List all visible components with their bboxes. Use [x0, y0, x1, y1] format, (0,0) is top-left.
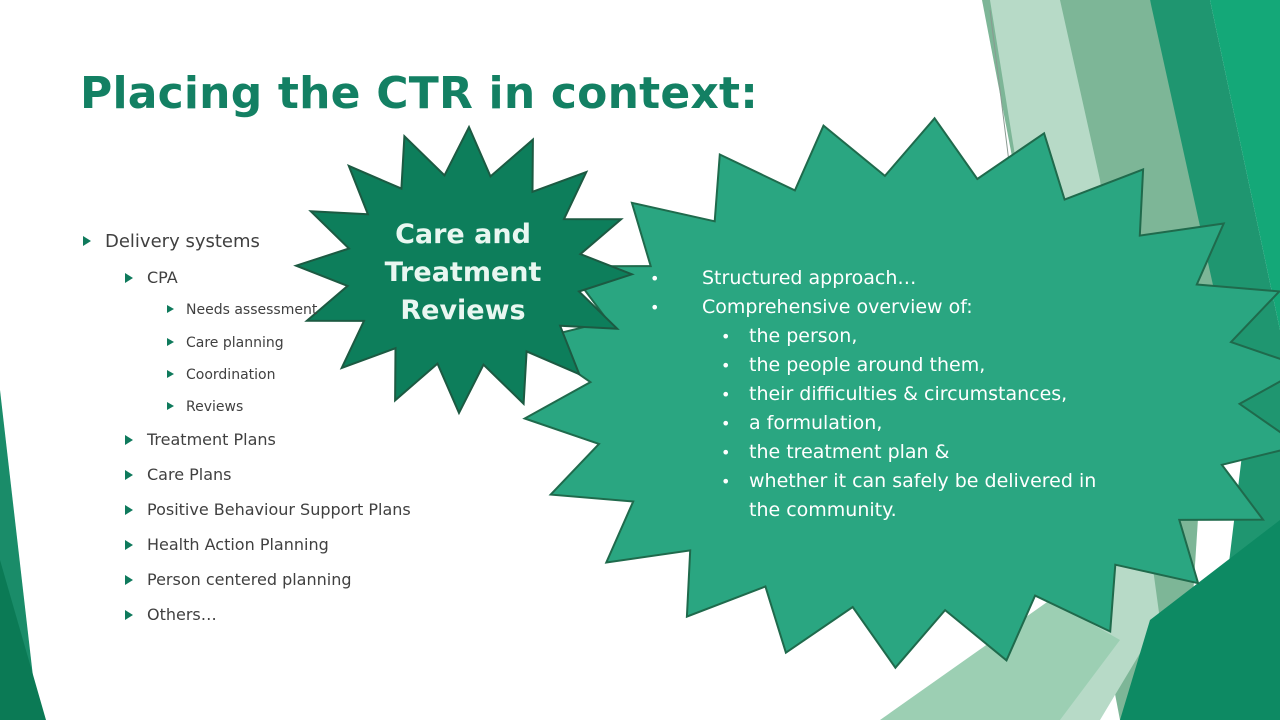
decor-thin-line	[989, 9, 1011, 171]
slide-title: Placing the CTR in context:	[80, 68, 758, 119]
overview-bullet-list: Structured approach…Comprehensive overvi…	[650, 264, 1196, 525]
left-list-item: Others…	[125, 605, 217, 624]
left-list-item-label: Care Plans	[147, 465, 232, 484]
burst-small-line: Treatment	[384, 257, 542, 288]
burst-small-line: Care and	[395, 219, 531, 250]
left-list-item-label: Delivery systems	[105, 231, 260, 252]
left-list-item-label: CPA	[147, 268, 178, 287]
burst-small-line: Reviews	[400, 295, 526, 326]
arrow-bullet-icon	[125, 539, 133, 550]
decor-band-lower-dark	[1120, 520, 1280, 720]
left-list-item: Care planning	[167, 335, 284, 351]
left-list-item-label: Needs assessment	[186, 302, 318, 318]
arrow-bullet-icon	[125, 434, 133, 445]
decor-left-band-dark	[0, 560, 46, 720]
left-list-item-label: Person centered planning	[147, 570, 352, 589]
left-list-item: Care Plans	[125, 465, 232, 484]
overview-bullet-item: Structured approach…	[650, 264, 1196, 293]
arrow-bullet-icon	[167, 370, 174, 378]
left-list-item: Person centered planning	[125, 570, 352, 589]
decor-band-lower-light	[880, 600, 1120, 720]
decor-band-mid	[1150, 0, 1280, 720]
left-list-item-label: Treatment Plans	[147, 430, 276, 449]
overview-bullet-item: whether it can safely be delivered in	[676, 467, 1196, 496]
overview-bullet-item: their difficulties & circumstances,	[676, 380, 1196, 409]
arrow-bullet-icon	[125, 574, 133, 585]
left-list-item-label: Others…	[147, 605, 217, 624]
overview-bullet-item: the people around them,	[676, 351, 1196, 380]
decor-band-bright	[1210, 0, 1280, 330]
overview-bullet-item: the person,	[676, 322, 1196, 351]
arrow-bullet-icon	[125, 469, 133, 480]
overview-bullet-item: Comprehensive overview of:	[650, 293, 1196, 322]
overview-bullet-item: the community.	[749, 499, 897, 521]
arrow-bullet-icon	[83, 236, 91, 246]
overview-bullet-item: a formulation,	[676, 409, 1196, 438]
burst-small-label: Care and Treatment Reviews	[330, 216, 596, 330]
arrow-bullet-icon	[167, 402, 174, 410]
left-list-item-label: Care planning	[186, 335, 284, 351]
arrow-bullet-icon	[125, 272, 133, 283]
left-list-item: Treatment Plans	[125, 430, 276, 449]
left-list-item: Coordination	[167, 367, 275, 383]
arrow-bullet-icon	[125, 504, 133, 515]
left-list-item: Delivery systems	[83, 231, 260, 252]
burst-large-text: Structured approach…Comprehensive overvi…	[650, 264, 1196, 525]
left-list-item: Reviews	[167, 399, 243, 415]
left-list-item-label: Health Action Planning	[147, 535, 329, 554]
overview-bullet-item: the treatment plan &	[676, 438, 1196, 467]
burst-small	[293, 124, 635, 416]
left-list-item: Health Action Planning	[125, 535, 329, 554]
left-list-item-label: Reviews	[186, 399, 244, 415]
arrow-bullet-icon	[167, 305, 174, 313]
arrow-bullet-icon	[167, 338, 174, 346]
left-list-item-label: Coordination	[186, 367, 276, 383]
arrow-bullet-icon	[125, 609, 133, 620]
left-list-item-label: Positive Behaviour Support Plans	[147, 500, 411, 519]
left-list-item: Needs assessment	[167, 302, 317, 318]
left-list-item: CPA	[125, 268, 178, 287]
left-list-item: Positive Behaviour Support Plans	[125, 500, 411, 519]
